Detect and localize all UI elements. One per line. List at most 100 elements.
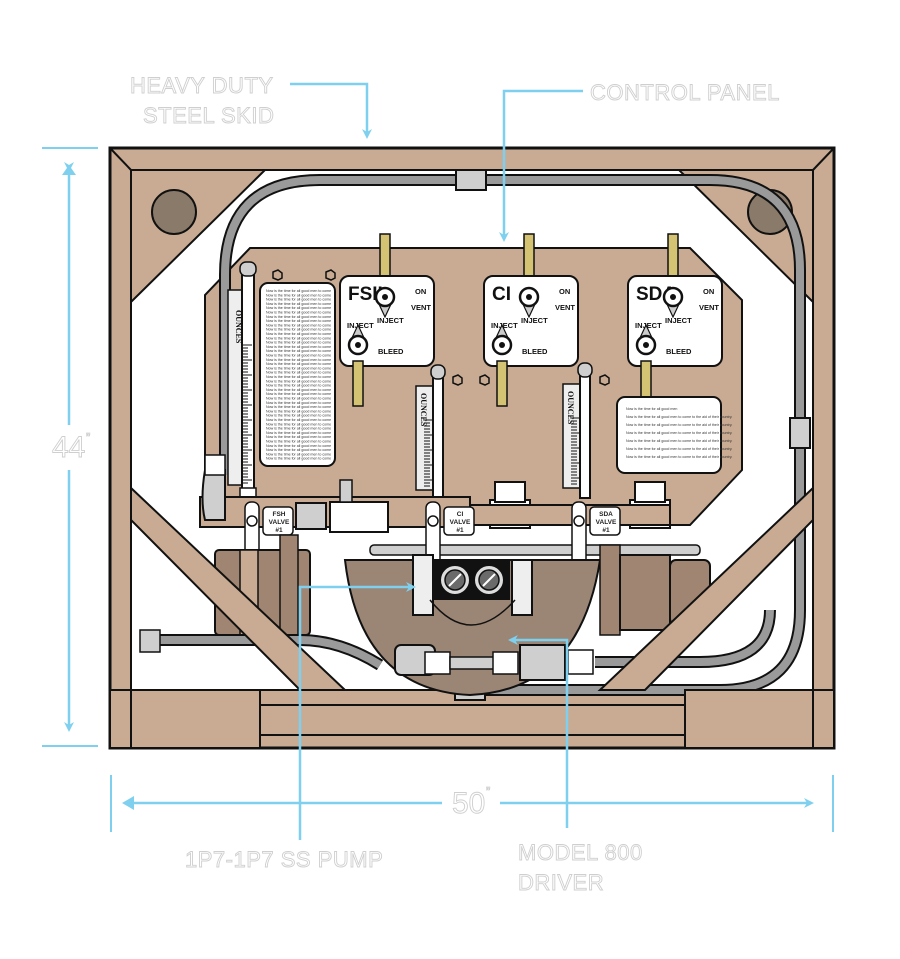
bleed-valve-handle[interactable] (352, 360, 364, 407)
instruction-line: Now is the time for all good men to come… (626, 447, 732, 451)
instruction-line: Now is the time for all good men to come (266, 379, 331, 383)
callout-driver-line1: MODEL 800 (518, 840, 643, 865)
instruction-line: Now is the time for all good men to come (266, 457, 331, 461)
label-inject-top: INJECT (377, 316, 404, 325)
label-on: ON (415, 287, 426, 296)
sight-gauge-ci: OUNCES (415, 364, 446, 501)
label-inject-left: INJECT (635, 321, 662, 330)
sight-gauge-left: OUNCES (227, 261, 257, 501)
instruction-line: Now is the time for all good men to come (266, 448, 331, 452)
panel-bolts (272, 269, 610, 386)
sight-gauge-sda: OUNCES (562, 362, 593, 499)
instruction-line: Now is the time for all good men to come (266, 336, 331, 340)
callout-skid: HEAVY DUTY STEEL SKID (130, 73, 372, 139)
bleed-valve-handle[interactable] (496, 360, 508, 407)
instruction-line: Now is the time for all good men to come (266, 341, 331, 345)
dimension-height: 44 ” (42, 147, 98, 747)
instruction-line: Now is the time for all good men to come (266, 345, 331, 349)
label-bleed: BLEED (666, 347, 692, 356)
label-inject-left: INJECT (491, 321, 518, 330)
valve-tag-line: #1 (602, 527, 610, 534)
instruction-line: Now is the time for all good men to come (266, 328, 331, 332)
instruction-line: Now is the time for all good men to come (266, 349, 331, 353)
instruction-line: Now is the time for all good men to come (266, 452, 331, 456)
lift-hole-left (151, 189, 197, 235)
label-vent: VENT (555, 303, 575, 312)
instruction-line: Now is the time for all good men to come (266, 315, 331, 319)
instruction-line: Now is the time for all good men to come (266, 366, 331, 370)
instruction-line: Now is the time for all good men to come (266, 302, 331, 306)
instruction-line: Now is the time for all good men to come (266, 435, 331, 439)
instruction-line: Now is the time for all good men to come (266, 444, 331, 448)
instruction-line: Now is the time for all good men to come (266, 362, 331, 366)
label-bleed: BLEED (378, 347, 404, 356)
instruction-line: Now is the time for all good men to come (266, 311, 331, 315)
instruction-line: Now is the time for all good men to come (266, 289, 331, 293)
instruction-line: Now is the time for all good men to come (266, 332, 331, 336)
instruction-line: Now is the time for all good men to come (266, 397, 331, 401)
panel-title: FSII (348, 284, 383, 305)
instruction-line: Now is the time for all good men to come (266, 293, 331, 297)
vent-valve-handle[interactable] (523, 233, 535, 281)
instruction-line: Now is the time for all good men to come (266, 414, 331, 418)
label-on: ON (559, 287, 570, 296)
vent-valve-handle[interactable] (379, 233, 391, 281)
instruction-line: Now is the time for all good men to come (266, 371, 331, 375)
label-bleed: BLEED (522, 347, 548, 356)
vent-valve-handle[interactable] (667, 233, 679, 281)
dimension-width-unit: ” (486, 784, 490, 799)
label-inject-top: INJECT (521, 316, 548, 325)
dimension-width: 50 ” (110, 775, 834, 832)
dimension-height-value: 44 (52, 431, 85, 464)
instruction-line: Now is the time for all good men to come (266, 358, 331, 362)
instruction-line: Now is the time for all good men to come (266, 354, 331, 358)
callout-skid-line1: HEAVY DUTY (130, 73, 274, 98)
instruction-line: Now is the time for all good men to come… (626, 415, 732, 419)
label-vent: VENT (699, 303, 719, 312)
instruction-line: Now is the time for all good men to come (266, 319, 331, 323)
instruction-line: Now is the time for all good men to come (266, 323, 331, 327)
valve-tag-line: #1 (275, 527, 283, 534)
gauge-label-ci: OUNCES (419, 393, 428, 427)
hose-loop (219, 169, 811, 701)
dimension-height-unit: ” (86, 430, 90, 445)
instruction-line: Now is the time for all good men to come (266, 401, 331, 405)
valve-tag-line: VALVE (596, 519, 617, 526)
instruction-line: Now is the time for all good men to come… (626, 439, 732, 443)
instruction-line: Now is the time for all good men to come (266, 306, 331, 310)
instruction-line: Now is the time for all good men to come (266, 427, 331, 431)
instruction-line: Now is the time for all good men to come (266, 375, 331, 379)
gauge-label-sda: OUNCES (566, 391, 575, 425)
instruction-line: Now is the time for all good men to come (266, 384, 331, 388)
label-vent: VENT (411, 303, 431, 312)
label-inject-top: INJECT (665, 316, 692, 325)
pump-assembly (139, 534, 776, 697)
valve-tag-line: FSH (273, 511, 286, 518)
instruction-line: Now is the time for all good men to come… (626, 455, 732, 459)
instruction-line: Now is the time for all good men to come (266, 392, 331, 396)
callout-pump-text: 1P7-1P7 SS PUMP (185, 847, 383, 872)
valve-tag-line: VALVE (269, 519, 290, 526)
instruction-line: Now is the time for all good men to come (266, 422, 331, 426)
callout-pump: 1P7-1P7 SS PUMP (185, 582, 416, 872)
instruction-line: Now is the time for all good men to come… (626, 423, 732, 427)
instruction-line: Now is the time for all good men to come (266, 418, 331, 422)
label-on: ON (703, 287, 714, 296)
valve-tag-line: VALVE (450, 519, 471, 526)
dimension-width-value: 50 (452, 787, 485, 820)
instruction-line: Now is the time for all good men to come (266, 298, 331, 302)
instruction-line: Now is the time for all good men (626, 407, 677, 411)
valve-tag-line: #1 (456, 527, 464, 534)
instruction-line: Now is the time for all good men to come (266, 431, 331, 435)
gauge-label: OUNCES (234, 310, 243, 344)
callout-driver-line2: DRIVER (518, 870, 604, 895)
instruction-line: Now is the time for all good men to come (266, 388, 331, 392)
instruction-line: Now is the time for all good men to come… (626, 431, 732, 435)
panel-title: CI (492, 284, 511, 305)
valve-tag-line: SDA (599, 511, 613, 518)
